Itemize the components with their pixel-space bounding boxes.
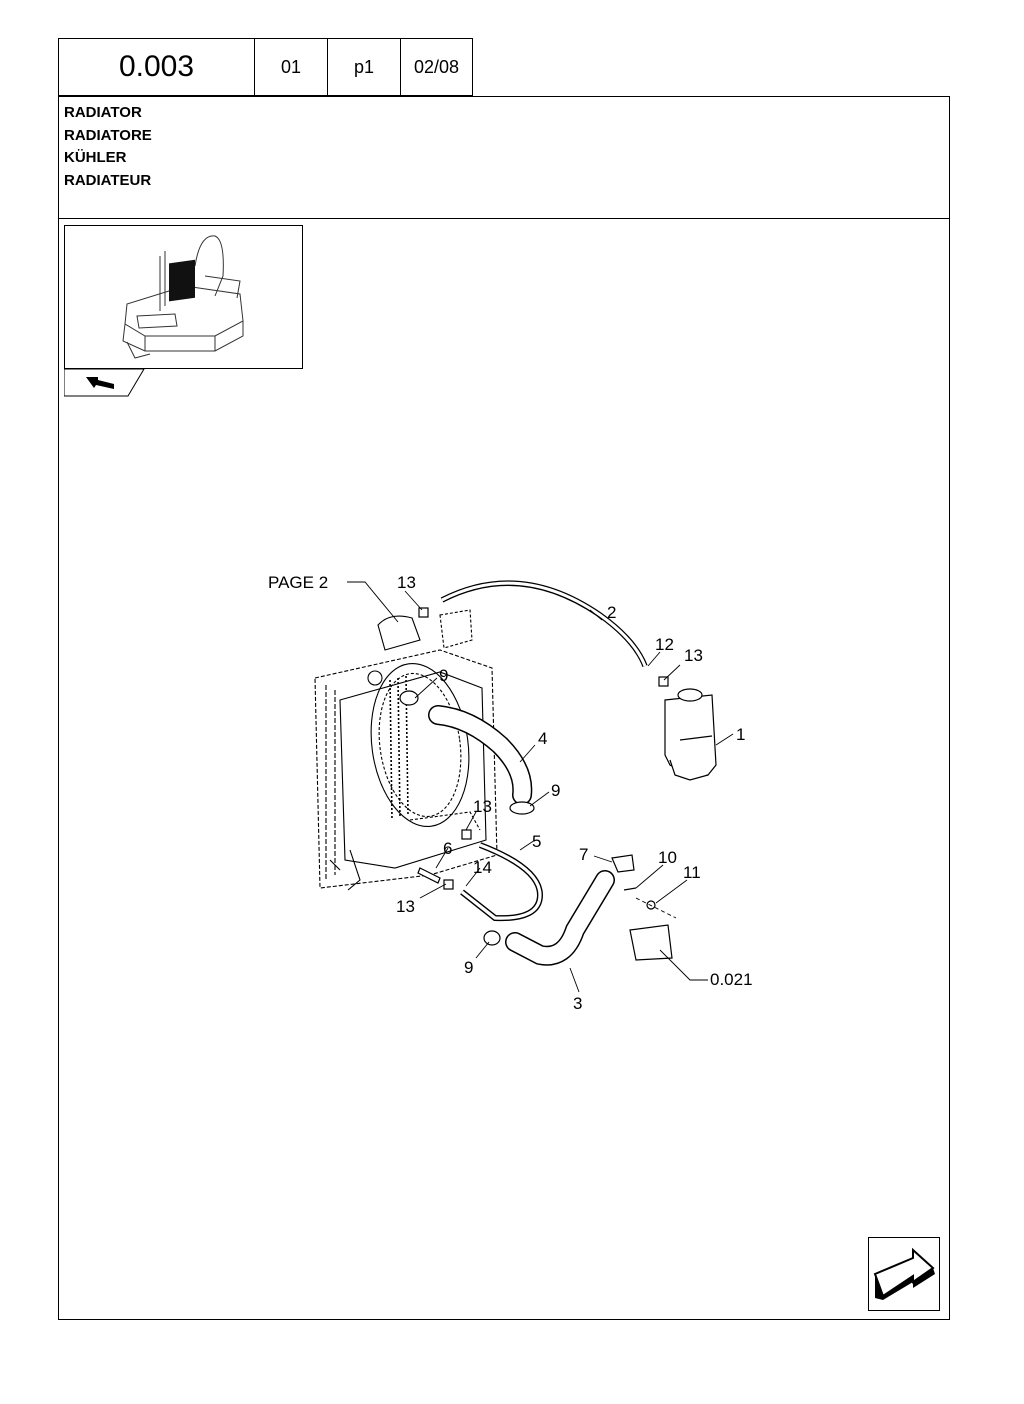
leader-lines	[347, 581, 734, 993]
reference-0-021: 0.021	[710, 970, 753, 989]
callout-13: 13	[473, 797, 492, 816]
back-arrow-icon	[63, 368, 145, 397]
revision-date: 02/08	[400, 38, 473, 96]
callout-13: 13	[684, 646, 703, 665]
radiator-assembly	[314, 609, 498, 891]
callout-11: 11	[683, 863, 701, 882]
callout-2: 2	[607, 603, 616, 622]
callout-4: 4	[538, 729, 547, 748]
callout-5: 5	[532, 832, 541, 851]
title-block: RADIATOR RADIATORE KÜHLER RADIATEUR	[59, 97, 949, 219]
callout-3: 3	[573, 994, 582, 1013]
callout-9: 9	[439, 666, 448, 685]
hose-5	[460, 842, 544, 922]
title-italian: RADIATORE	[64, 126, 152, 144]
drawing-code: 0.003	[58, 38, 254, 96]
locator-thumbnail	[64, 225, 303, 369]
next-page-arrow-icon	[873, 1247, 935, 1300]
next-page-button[interactable]	[868, 1237, 940, 1311]
callout-1: 1	[736, 725, 745, 744]
title-french: RADIATEUR	[64, 171, 152, 189]
callout-13: 13	[396, 897, 415, 916]
page-number: p1	[327, 38, 400, 96]
section-number: 01	[254, 38, 327, 96]
callout-10: 10	[658, 848, 677, 867]
drawing-frame: RADIATOR RADIATORE KÜHLER RADIATEUR	[58, 96, 950, 1320]
callout-13: 13	[397, 573, 416, 592]
callout-9: 9	[464, 958, 473, 977]
callout-6: 6	[443, 839, 452, 858]
back-arrow-tag[interactable]	[63, 368, 146, 402]
page-2-reference: PAGE 2	[268, 573, 328, 592]
machine-locator-illustration	[122, 235, 244, 359]
callout-14: 14	[473, 858, 492, 877]
expansion-tank	[664, 688, 717, 781]
title-german: KÜHLER	[64, 149, 127, 166]
callout-7: 7	[579, 845, 588, 864]
header-row: 0.003 01 p1 02/08	[58, 38, 473, 96]
title-english: RADIATOR	[64, 104, 142, 121]
callout-9: 9	[551, 781, 560, 800]
callout-12: 12	[655, 635, 674, 654]
